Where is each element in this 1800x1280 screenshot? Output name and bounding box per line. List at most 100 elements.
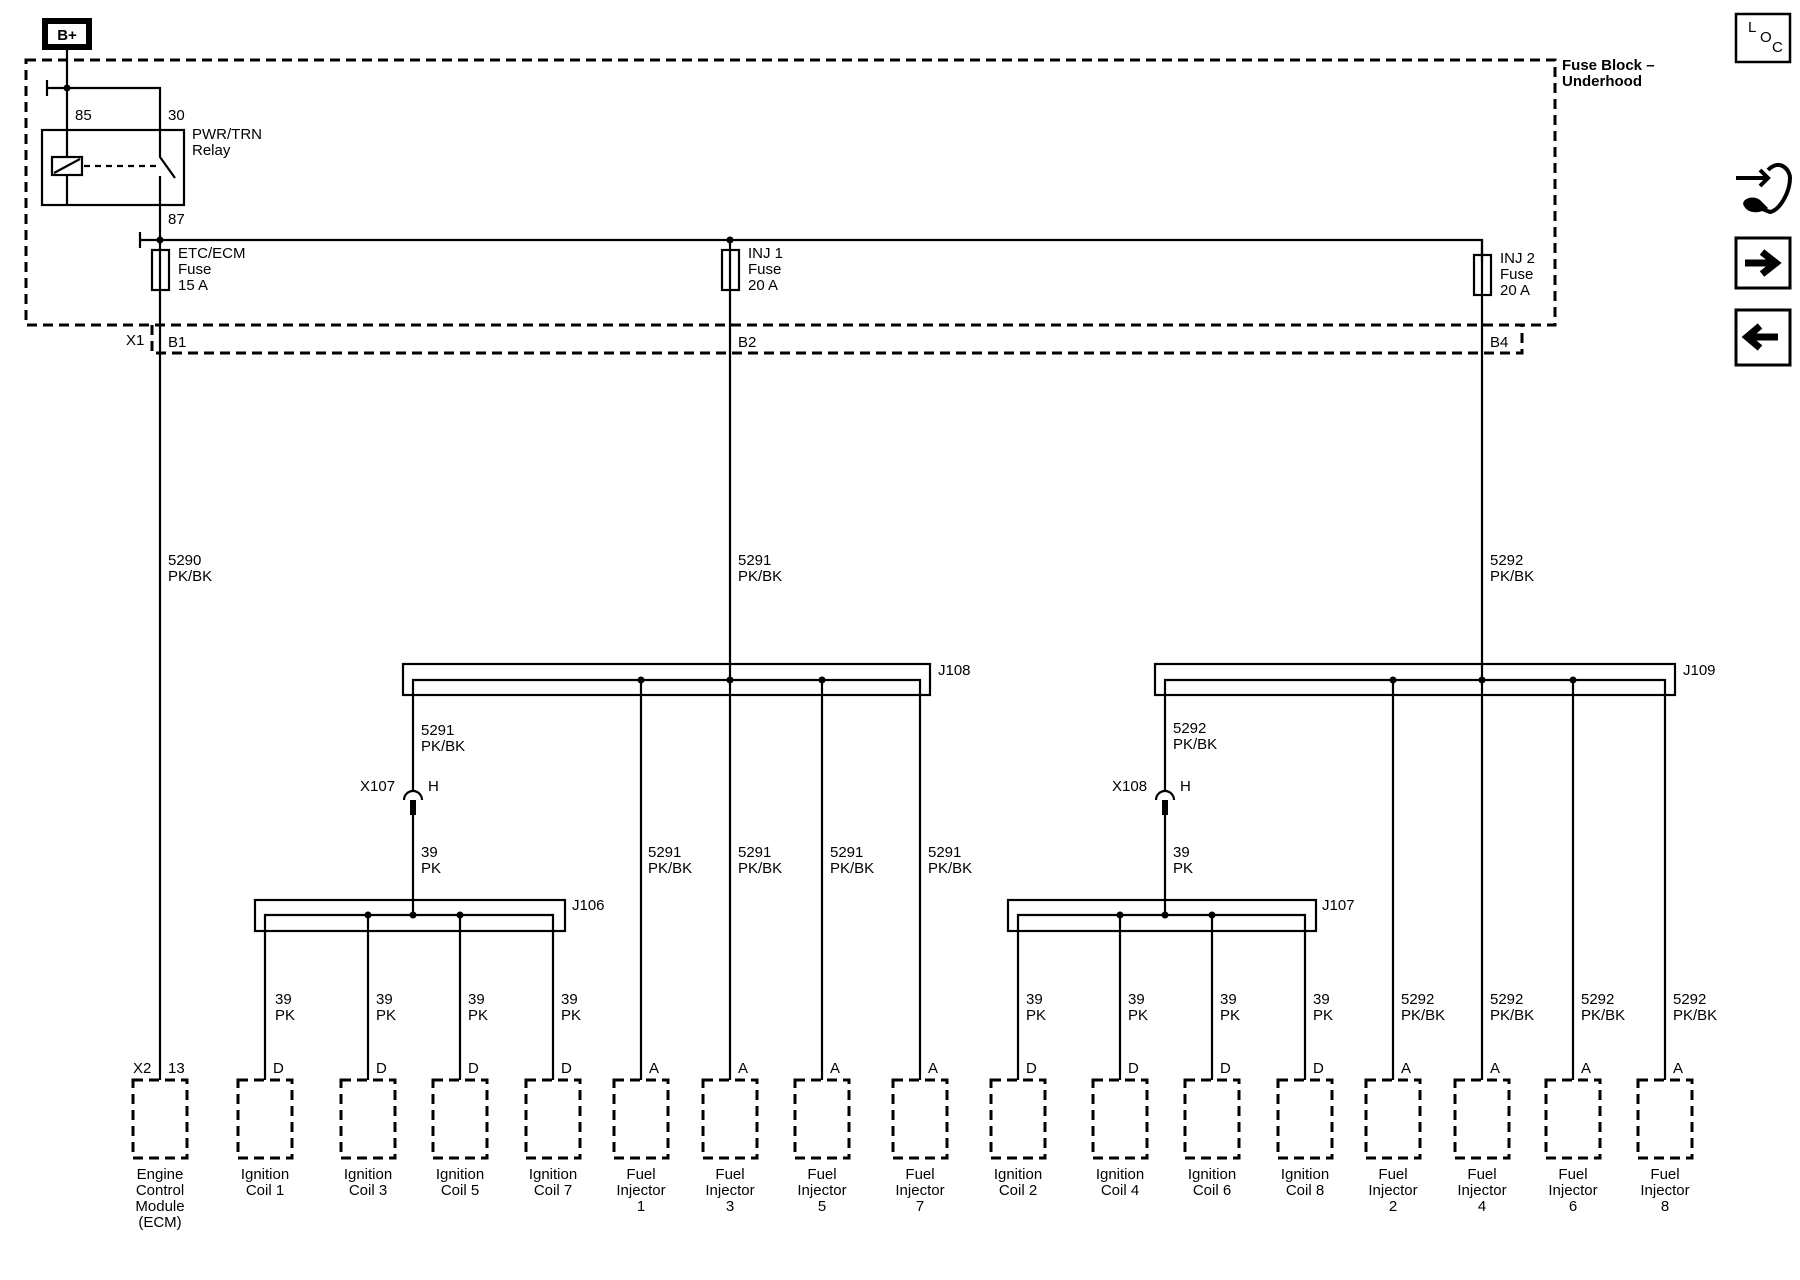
wire-5292-circuit: 5292 bbox=[1490, 552, 1523, 569]
x107-color-out: PK bbox=[421, 860, 441, 877]
fuel-injector-3-label-line1: Fuel bbox=[715, 1166, 744, 1183]
ignition-coil-4-label-line1: Ignition bbox=[1096, 1166, 1144, 1183]
right-injector-wire-labels: 5292 PK/BK 5292 PK/BK 5292 PK/BK 5292 PK… bbox=[1401, 991, 1717, 1024]
fuel-injector-4-label-line3: 4 bbox=[1478, 1198, 1486, 1215]
coil2-wire-circuit: 39 bbox=[1026, 991, 1043, 1008]
x107-pin: H bbox=[428, 778, 439, 795]
fuel-injector-1-pin: A bbox=[649, 1060, 659, 1077]
x107-circuit-in: 5291 bbox=[421, 722, 454, 739]
splice-j108 bbox=[401, 662, 932, 697]
fuel-injector-7-box bbox=[891, 1078, 949, 1160]
splice-j108-label: J108 bbox=[938, 662, 971, 679]
ignition-coil-7-box bbox=[524, 1078, 582, 1160]
fuel-injector-7-label-line1: Fuel bbox=[905, 1166, 934, 1183]
inj1-wire-color: PK/BK bbox=[648, 860, 692, 877]
fuel-injector-5-box bbox=[793, 1078, 851, 1160]
relay-pin-30: 30 bbox=[168, 107, 185, 124]
coil3-wire-circuit: 39 bbox=[376, 991, 393, 1008]
loc-letter-l: L bbox=[1748, 19, 1756, 36]
fuse-inj2-line1: INJ 2 bbox=[1500, 250, 1535, 267]
wire-5291-circuit: 5291 bbox=[738, 552, 771, 569]
inj2-wire-circuit: 5292 bbox=[1401, 991, 1434, 1008]
ignition-coil-2-box bbox=[989, 1078, 1047, 1160]
fuel-injector-1-box bbox=[612, 1078, 670, 1160]
ignition-coil-3-pin: D bbox=[376, 1060, 387, 1077]
inj2-wire-color: PK/BK bbox=[1401, 1007, 1445, 1024]
ignition-coil-2-pin: D bbox=[1026, 1060, 1037, 1077]
inj4-wire-circuit: 5292 bbox=[1490, 991, 1523, 1008]
coil5-wire-circuit: 39 bbox=[468, 991, 485, 1008]
ignition-coil-3-label-line2: Coil 3 bbox=[349, 1182, 387, 1199]
fuse-inj2 bbox=[1472, 240, 1493, 297]
j108-node-3 bbox=[818, 676, 826, 684]
ignition-coil-3-box bbox=[339, 1078, 397, 1160]
wire-5290-circuit: 5290 bbox=[168, 552, 201, 569]
fuel-injector-2-pin: A bbox=[1401, 1060, 1411, 1077]
coil-wire-labels: 39 PK 39 PK 39 PK 39 PK 39 PK 39 PK 39 P… bbox=[275, 991, 1333, 1024]
fuel-injector-7-pin: A bbox=[928, 1060, 938, 1077]
ecm-connector-id: X2 bbox=[133, 1060, 151, 1077]
fuel-injector-4-box bbox=[1453, 1078, 1511, 1160]
connector-view-icon[interactable] bbox=[1736, 163, 1793, 215]
fuse-etc-ecm-line3: 15 A bbox=[178, 277, 208, 294]
ignition-coil-4-pin: D bbox=[1128, 1060, 1139, 1077]
wire-5291-color: PK/BK bbox=[738, 568, 782, 585]
fuse-inj1-line2: Fuse bbox=[748, 261, 781, 278]
ignition-coil-7-pin: D bbox=[561, 1060, 572, 1077]
battery-positive-badge: B+ bbox=[42, 18, 92, 50]
j107-node-2 bbox=[1161, 911, 1169, 919]
coil2-wire-color: PK bbox=[1026, 1007, 1046, 1024]
relay-pin-87: 87 bbox=[168, 211, 185, 228]
fuel-injector-4-label-line1: Fuel bbox=[1467, 1166, 1496, 1183]
wire-5292-color: PK/BK bbox=[1490, 568, 1534, 585]
fuel-injector-8-label-line2: Injector bbox=[1640, 1182, 1689, 1199]
fuel-injector-8-box bbox=[1636, 1078, 1694, 1160]
x107-connector bbox=[402, 789, 424, 915]
ecm-label-line1: Engine bbox=[137, 1166, 184, 1183]
inj8-wire-color: PK/BK bbox=[1673, 1007, 1717, 1024]
ignition-coil-1-label-line2: Coil 1 bbox=[246, 1182, 284, 1199]
fuse-block-title-line1: Fuse Block – bbox=[1562, 57, 1655, 74]
loc-letter-o: O bbox=[1760, 29, 1772, 46]
ecm-box bbox=[131, 1078, 189, 1160]
ecm-label-line3: Module bbox=[135, 1198, 184, 1215]
inj7-wire-color: PK/BK bbox=[928, 860, 972, 877]
ignition-coil-2-label-line2: Coil 2 bbox=[999, 1182, 1037, 1199]
ignition-coil-2-label-line1: Ignition bbox=[994, 1166, 1042, 1183]
location-view-button[interactable]: L O C bbox=[1734, 12, 1792, 64]
next-page-icon[interactable] bbox=[1734, 236, 1792, 290]
inj3-wire-color: PK/BK bbox=[738, 860, 782, 877]
ignition-coil-5-box bbox=[431, 1078, 489, 1160]
splice-j106 bbox=[253, 898, 567, 933]
inj5-wire-circuit: 5291 bbox=[830, 844, 863, 861]
j108-node-1 bbox=[637, 676, 645, 684]
fuel-injector-8-label-line3: 8 bbox=[1661, 1198, 1669, 1215]
ignition-coil-8-label-line2: Coil 8 bbox=[1286, 1182, 1324, 1199]
ignition-coil-5-pin: D bbox=[468, 1060, 479, 1077]
x108-pin: H bbox=[1180, 778, 1191, 795]
fuse-block-outline bbox=[24, 58, 1557, 327]
splice-j109-label: J109 bbox=[1683, 662, 1716, 679]
ignition-coil-7-label-line2: Coil 7 bbox=[534, 1182, 572, 1199]
relay-output-bus bbox=[140, 238, 1484, 262]
ignition-coil-1-label-line1: Ignition bbox=[241, 1166, 289, 1183]
previous-page-icon[interactable] bbox=[1734, 308, 1792, 367]
coil3-wire-color: PK bbox=[376, 1007, 396, 1024]
splice-j109 bbox=[1153, 662, 1677, 697]
fuel-injector-7-label-line2: Injector bbox=[895, 1182, 944, 1199]
fuel-injector-3-box bbox=[701, 1078, 759, 1160]
fuse-block-connector-outline bbox=[150, 325, 1524, 355]
coil8-wire-circuit: 39 bbox=[1313, 991, 1330, 1008]
ignition-coil-6-box bbox=[1183, 1078, 1241, 1160]
fuel-injector-3-pin: A bbox=[738, 1060, 748, 1077]
fuel-injector-2-label-line2: Injector bbox=[1368, 1182, 1417, 1199]
fuse-etc-ecm-line2: Fuse bbox=[178, 261, 211, 278]
fuel-injector-1-label-line3: 1 bbox=[637, 1198, 645, 1215]
fuel-injector-7-label-line3: 7 bbox=[916, 1198, 924, 1215]
loc-letter-c: C bbox=[1772, 39, 1783, 56]
